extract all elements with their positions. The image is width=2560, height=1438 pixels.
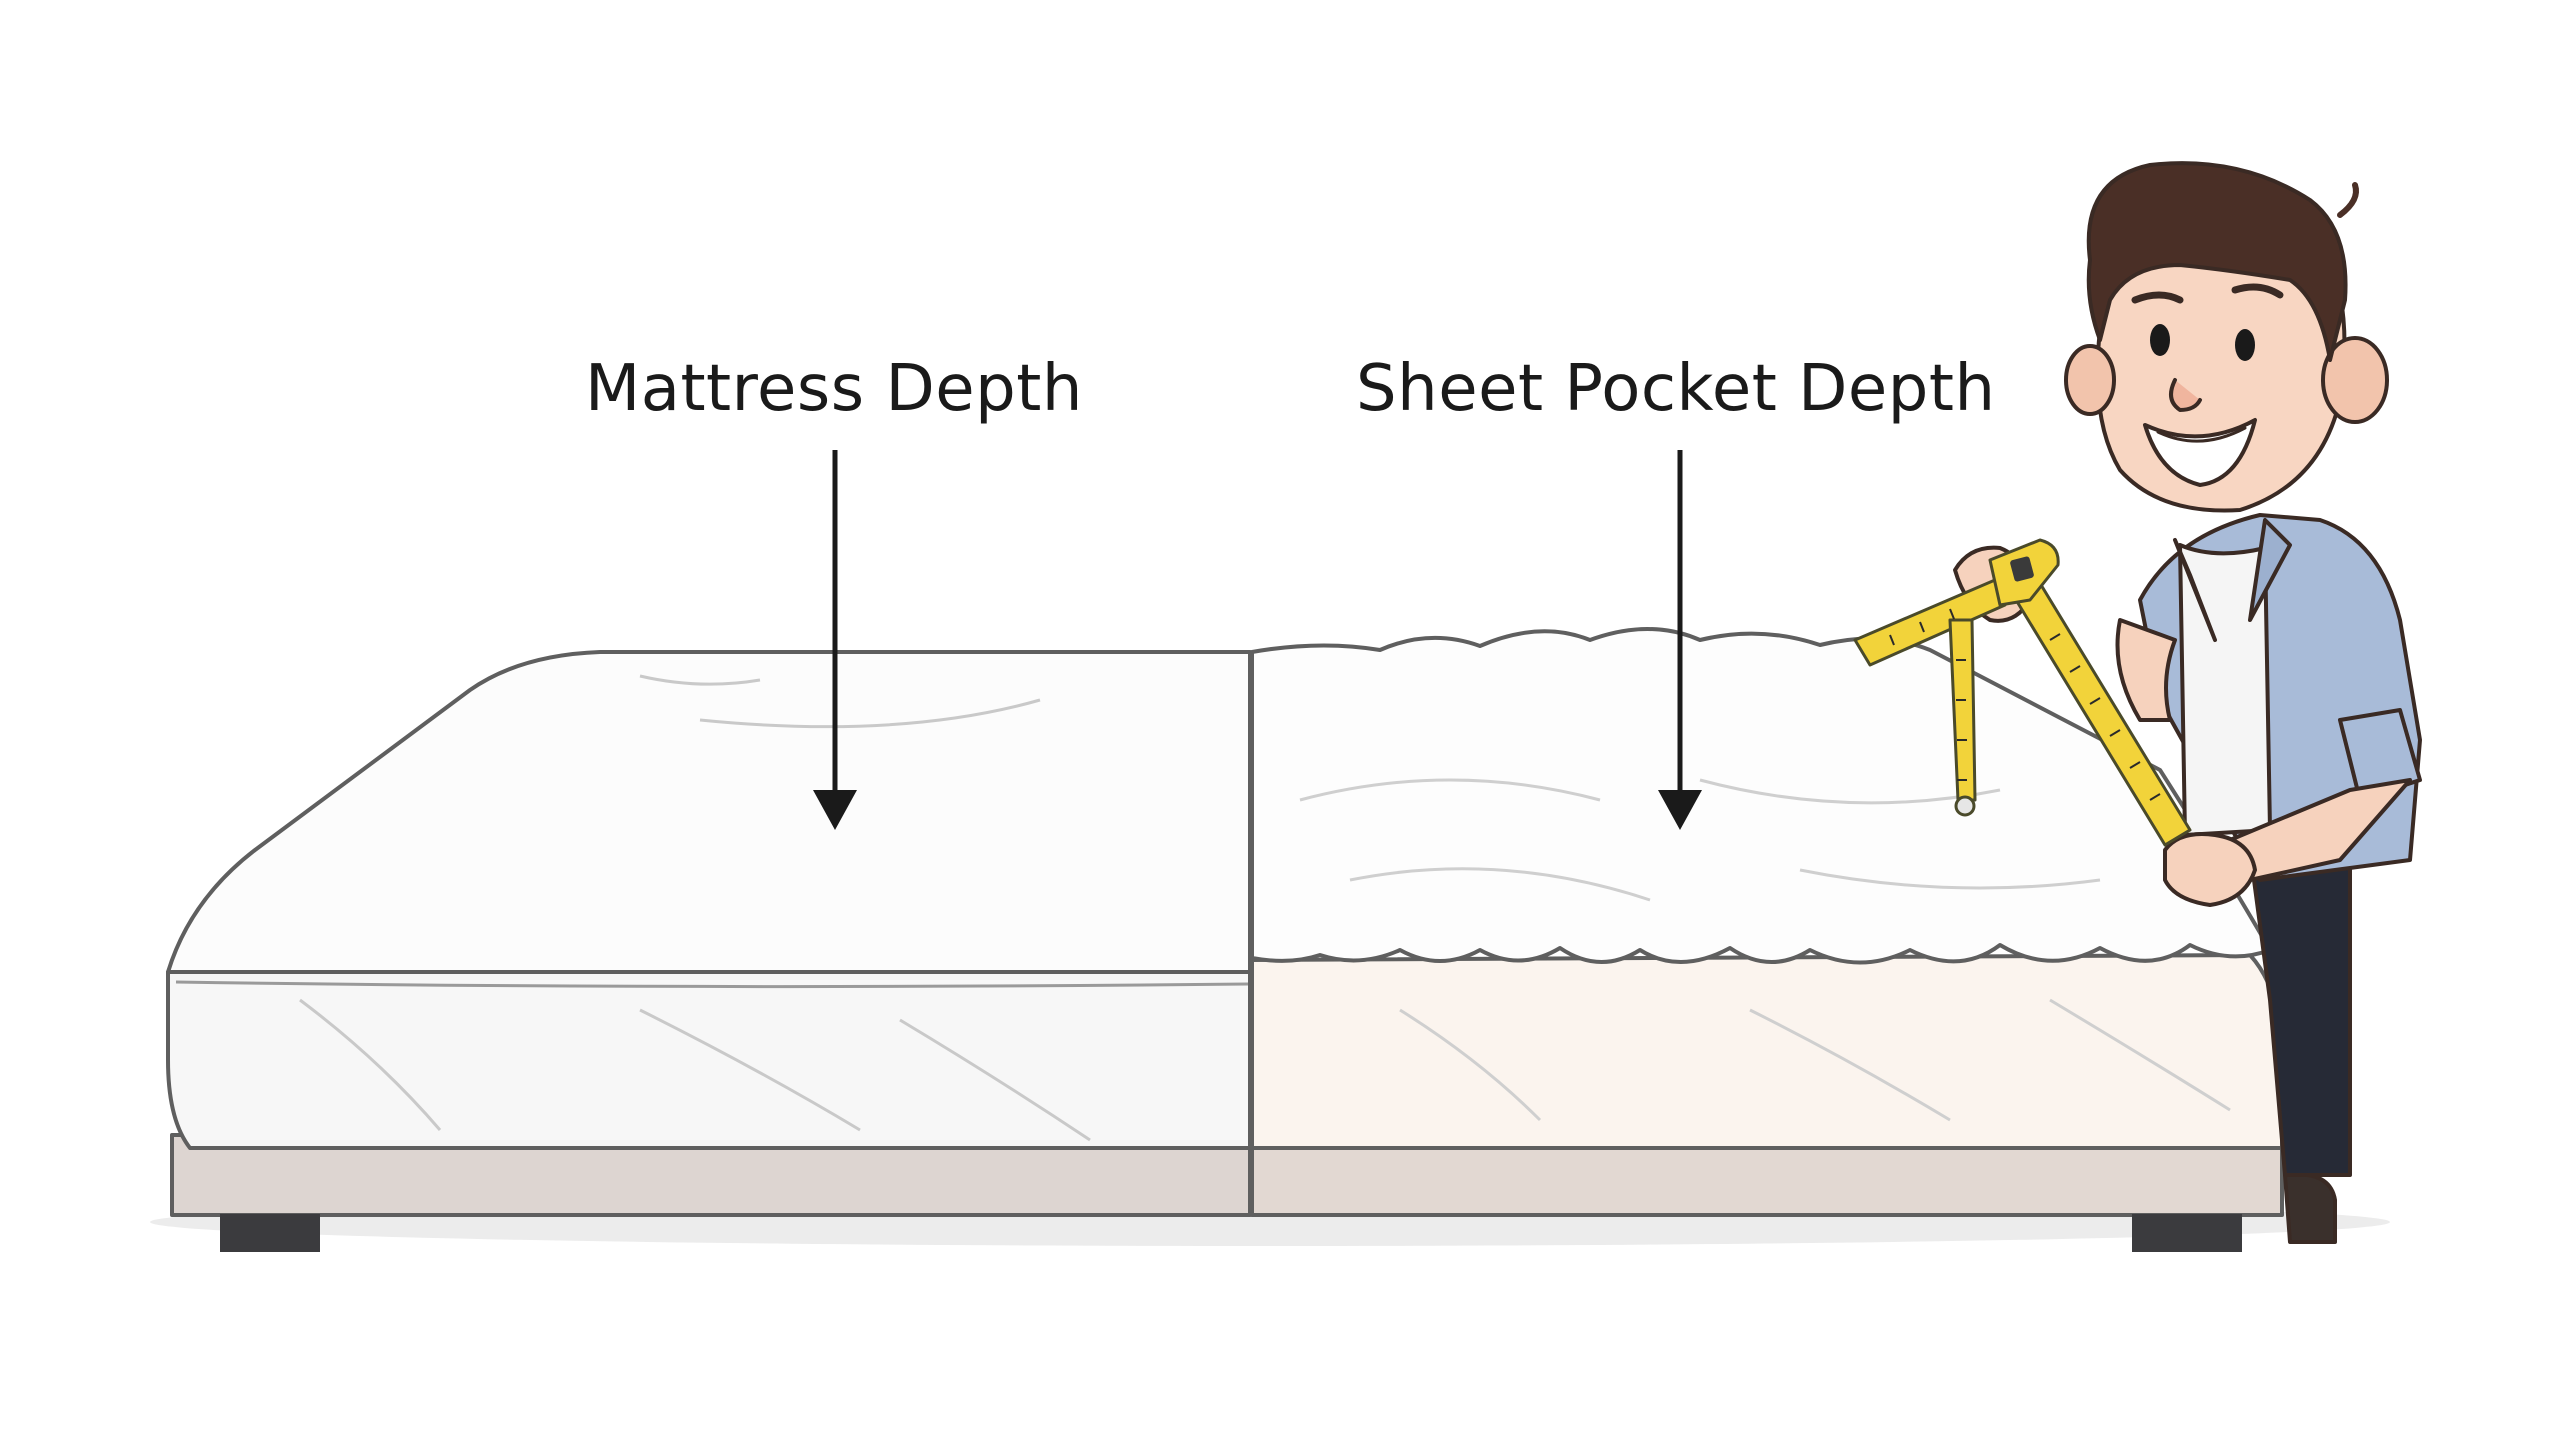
sheet-pocket-depth-arrow: [1658, 450, 1702, 830]
sheet-pocket-depth-label: Sheet Pocket Depth: [1356, 352, 1996, 426]
tape-measure: [1853, 538, 2192, 847]
mattress-left: [166, 650, 1252, 1252]
mattress-depth-arrow: [813, 450, 857, 830]
mattress-depth-label: Mattress Depth: [585, 352, 1083, 426]
mattress-right: [1250, 627, 2284, 1252]
bed-leg-right: [2132, 1214, 2242, 1252]
bed-leg-left: [220, 1214, 320, 1252]
man-character: [1953, 161, 2422, 1244]
